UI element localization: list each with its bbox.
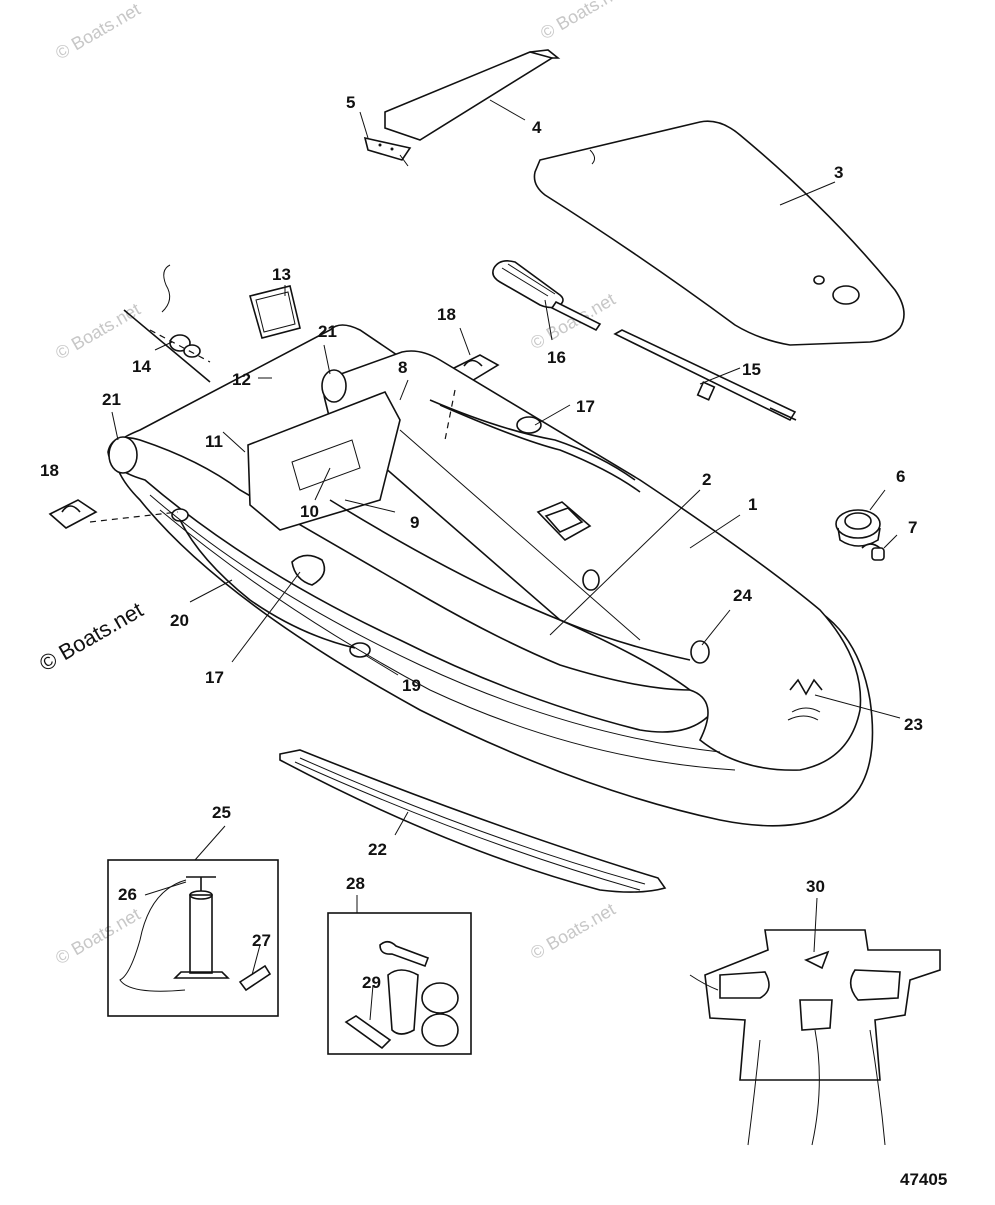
callout-19: 19 — [402, 676, 421, 695]
handle-patch-left — [48, 499, 98, 529]
keel-strip — [279, 749, 667, 893]
callout-5: 5 — [346, 93, 355, 112]
valve-cap — [861, 543, 885, 561]
floor-template — [689, 929, 941, 1146]
valve — [835, 509, 881, 547]
callout-2: 2 — [702, 470, 711, 489]
watermark: © Boats.net — [52, 0, 144, 63]
callout-4: 4 — [532, 118, 542, 137]
callout-27: 27 — [252, 931, 271, 950]
callout-23: 23 — [904, 715, 923, 734]
watermark: © Boats.net — [52, 904, 144, 968]
callout-18: 18 — [437, 305, 456, 324]
callout-24: 24 — [733, 586, 752, 605]
callout-7: 7 — [908, 518, 917, 537]
callout-15: 15 — [742, 360, 761, 379]
callout-21: 21 — [102, 390, 121, 409]
callout-22: 22 — [368, 840, 387, 859]
callout-6: 6 — [896, 467, 905, 486]
callout-8: 8 — [398, 358, 407, 377]
oar — [492, 260, 602, 332]
callout-26: 26 — [118, 885, 137, 904]
callout-30: 30 — [806, 877, 825, 896]
callout-29: 29 — [362, 973, 381, 992]
callout-12: 12 — [232, 370, 251, 389]
watermark: © Boats.net — [52, 299, 144, 363]
callouts: 1 2 3 4 5 6 7 8 9 10 11 12 13 14 15 16 1… — [40, 93, 923, 992]
seat-bracket — [363, 136, 412, 167]
callout-11: 11 — [205, 432, 223, 451]
callout-18b: 18 — [40, 461, 59, 480]
callout-28: 28 — [346, 874, 365, 893]
callout-13: 13 — [272, 265, 291, 284]
callout-16: 16 — [547, 348, 566, 367]
drawing-number: 47405 — [900, 1170, 947, 1189]
floor-board — [533, 120, 905, 346]
watermark: © Boats.net — [527, 899, 619, 963]
callout-17: 17 — [576, 397, 595, 416]
callout-20: 20 — [170, 611, 189, 630]
leader-lines — [111, 99, 901, 1021]
oar-shaft — [613, 329, 797, 422]
seat-plank — [384, 49, 561, 141]
callout-17b: 17 — [205, 668, 224, 687]
transom-plate — [249, 285, 301, 339]
callout-3: 3 — [834, 163, 843, 182]
repair-kit-box — [327, 912, 472, 1055]
watermark: © Boats.net — [537, 0, 629, 43]
callout-9: 9 — [410, 513, 419, 532]
callout-10: 10 — [300, 502, 319, 521]
callout-21b: 21 — [318, 322, 337, 341]
pump-kit-box — [107, 859, 279, 1017]
boat-hull — [89, 324, 874, 827]
callout-25: 25 — [212, 803, 231, 822]
callout-1: 1 — [748, 495, 757, 514]
callout-14: 14 — [132, 357, 151, 376]
watermark-copyright: © Boats.net — [35, 597, 147, 676]
